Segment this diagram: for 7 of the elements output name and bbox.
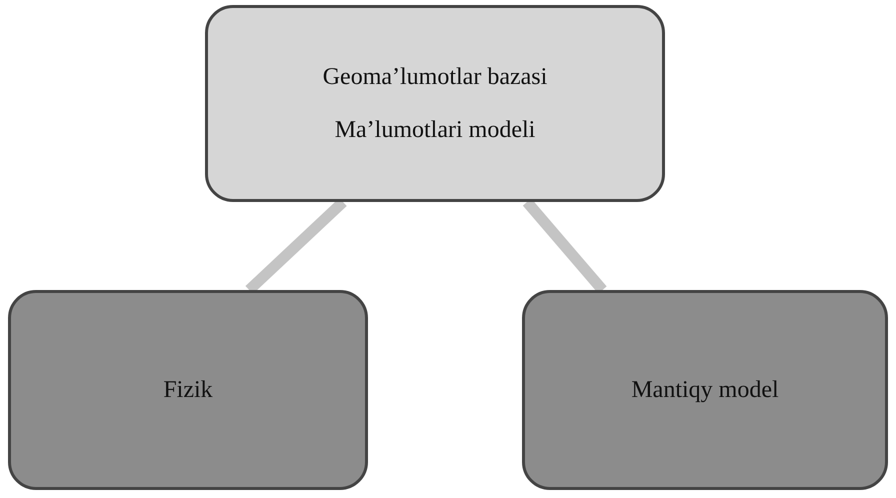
box-text: Geoma’lumotlar bazasi (322, 64, 548, 90)
rounded-box (522, 290, 888, 490)
rounded-box (8, 290, 368, 490)
box-text: Fizik (163, 376, 213, 404)
box-text: Ma’lumotlari modeli (334, 116, 536, 144)
box-text: Mantiqy model (631, 376, 779, 404)
rounded-box (205, 5, 665, 202)
